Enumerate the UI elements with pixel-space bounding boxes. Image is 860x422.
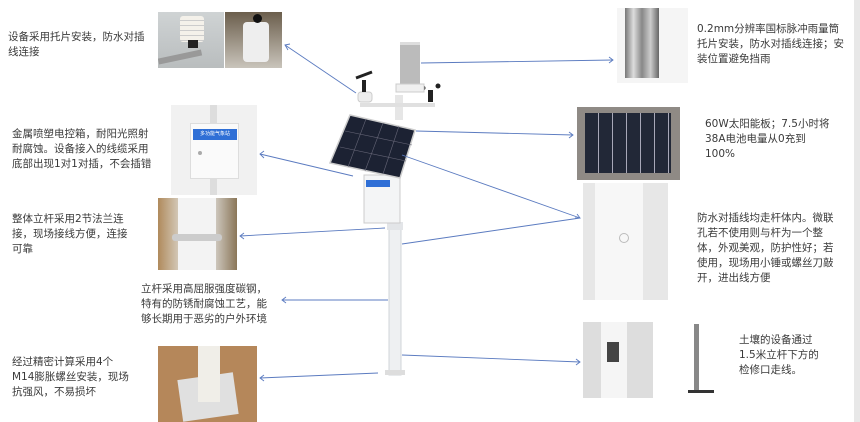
page-edge — [854, 0, 860, 422]
photo-solar-panel — [577, 107, 680, 180]
photo-mount-plate — [225, 12, 282, 68]
rain-gauge — [395, 42, 425, 93]
solar-panel — [328, 114, 416, 179]
photo-base-plate — [158, 346, 257, 422]
photo-inspection-port — [583, 322, 653, 398]
callout-arrows — [239, 43, 614, 382]
photo-pole-hole — [583, 183, 668, 300]
control-box-label: 多功能气象站 — [193, 129, 237, 140]
sensor-crossarm — [355, 70, 441, 120]
callout-flange: 整体立杆采用2节法兰连接，现场接线方便，连接可靠 — [12, 213, 128, 255]
callout-rain-gauge: 0.2mm分辨率国标脉冲雨量筒托片安装，防水对插线连接；安装位置避免挡雨 — [697, 23, 844, 65]
callout-sensor-mount: 设备采用托片安装，防水对插线连接 — [8, 31, 145, 58]
photo-shield-sensor — [158, 12, 224, 68]
photo-control-box: 多功能气象站 — [171, 105, 257, 195]
control-box — [363, 174, 401, 224]
photo-rain-gauge — [617, 8, 688, 83]
callout-base-bolts: 经过精密计算采用4个M14膨胀螺丝安装，现场抗强风，不易损坏 — [12, 356, 129, 398]
callout-pole-steel: 立杆采用高屈服强度碳钢，特有的防锈耐腐蚀工艺，能够长期用于恶劣的户外环境 — [141, 283, 267, 325]
callout-control-box: 金属喷塑电控箱，耐阳光照射耐腐蚀。设备接入的线缆采用底部出现1对1对插，不会插错 — [12, 128, 152, 170]
callout-solar-panel: 60W太阳能板；7.5小时将38A电池电量从0充到100% — [705, 118, 830, 160]
callout-cable-routing: 防水对插线均走杆体内。微联孔若不使用则与杆为一个整体，外观美观，防护性好；若使用… — [697, 212, 834, 284]
diagram-soil-pole — [688, 322, 718, 396]
station-pole — [385, 222, 405, 376]
callout-soil-wiring: 土壤的设备通过1.5米立杆下方的检修口走线。 — [739, 334, 819, 376]
photo-flange — [158, 198, 237, 270]
